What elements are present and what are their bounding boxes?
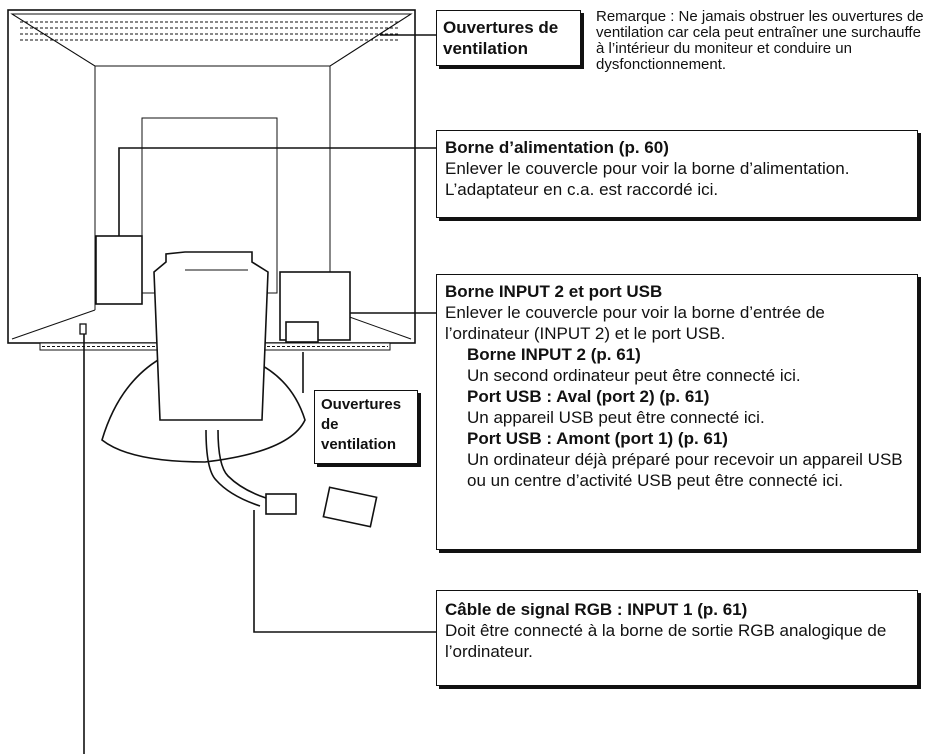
power-text: Enlever le couvercle pour voir la borne … [445, 159, 850, 199]
top-vents [20, 21, 400, 41]
input2-item-title: Borne INPUT 2 (p. 61) [467, 345, 641, 364]
input2-title: Borne INPUT 2 et port USB [445, 282, 663, 301]
input2-item-text: Un second ordinateur peut être connecté … [467, 366, 801, 385]
usb-downstream-title: Port USB : Aval (port 2) (p. 61) [467, 387, 710, 406]
power-title: Borne d’alimentation (p. 60) [445, 138, 669, 157]
callout-input2-usb: Borne INPUT 2 et port USB Enlever le cou… [436, 274, 918, 550]
rgb-title: Câble de signal RGB : INPUT 1 (p. 61) [445, 600, 748, 619]
remark-note: Remarque : Ne jamais obstruer les ouvert… [596, 9, 926, 73]
usb-upstream-text: Un ordinateur déjà préparé pour recevoir… [467, 450, 903, 490]
callout-vents-bottom: Ouvertures de ventilation [314, 390, 418, 464]
callout-power-terminal: Borne d’alimentation (p. 60) Enlever le … [436, 130, 918, 218]
usb-downstream-text: Un appareil USB peut être connecté ici. [467, 408, 765, 427]
callout-rgb-cable: Câble de signal RGB : INPUT 1 (p. 61) Do… [436, 590, 918, 686]
remark-text: Remarque : Ne jamais obstruer les ouvert… [596, 8, 924, 73]
vents-top-title: Ouvertures de ventilation [443, 18, 559, 58]
callout-vents-top: Ouvertures de ventilation [436, 10, 581, 66]
input2-sub-list: Borne INPUT 2 (p. 61) Un second ordinate… [445, 344, 909, 491]
rgb-text: Doit être connecté à la borne de sortie … [445, 621, 887, 661]
vents-bottom-title: Ouvertures de ventilation [321, 396, 402, 453]
lock-slot [79, 323, 87, 335]
rgb-cable [205, 429, 378, 528]
leader-lines [83, 34, 436, 754]
connector-covers [95, 235, 351, 343]
monitor-stand [101, 251, 306, 463]
input2-text: Enlever le couvercle pour voir la borne … [445, 303, 825, 343]
usb-upstream-title: Port USB : Amont (port 1) (p. 61) [467, 429, 728, 448]
